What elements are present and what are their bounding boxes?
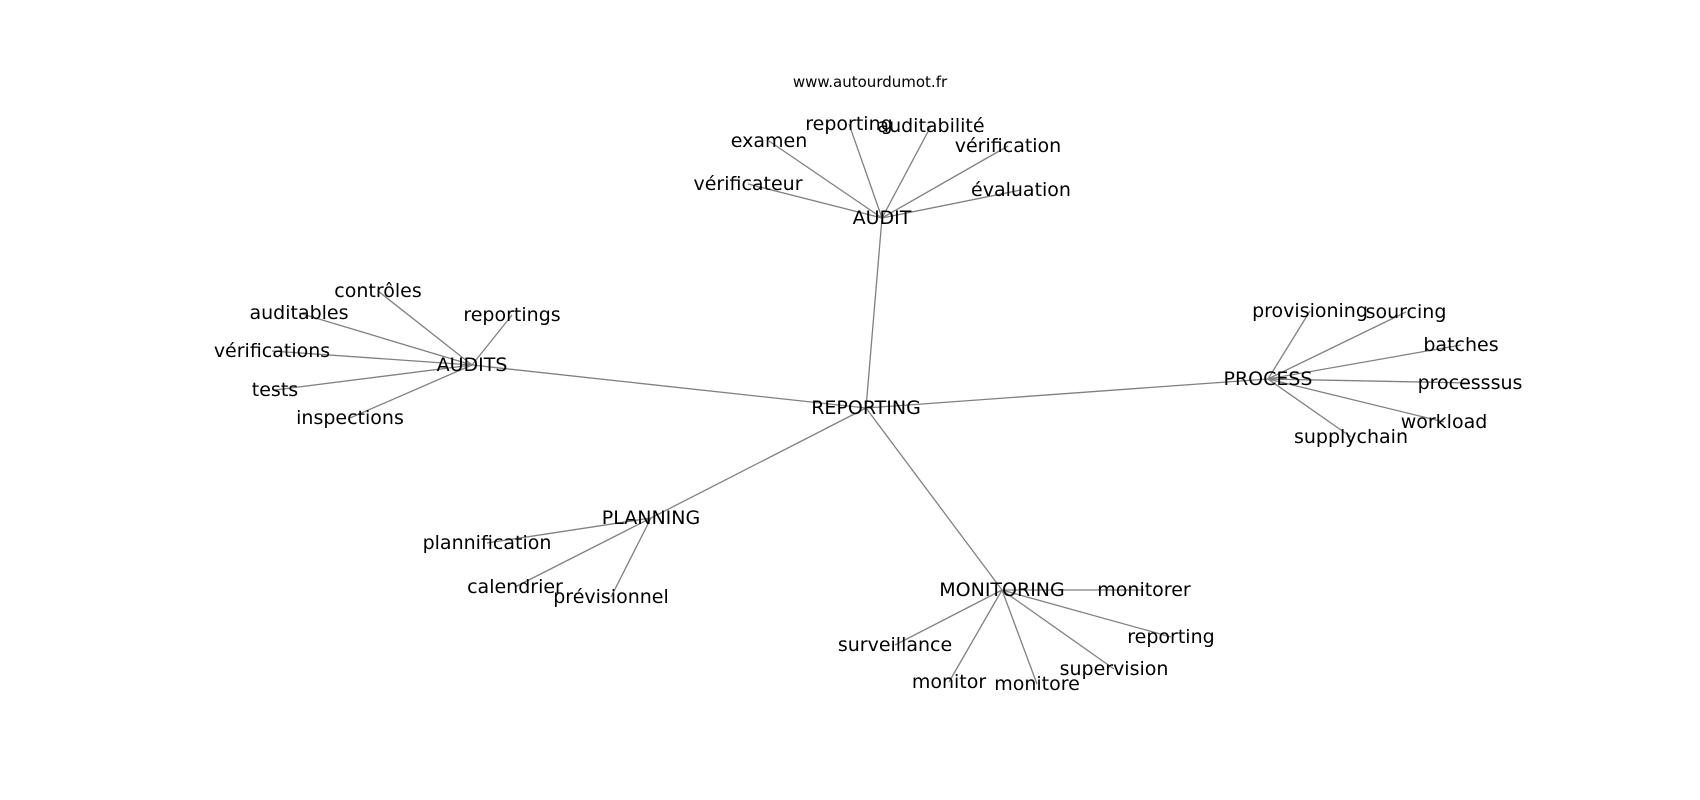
- edge-process-batches: [1267, 344, 1462, 380]
- word-node-supervision[interactable]: supervision: [1060, 658, 1169, 680]
- word-node-auditables[interactable]: auditables: [249, 302, 348, 324]
- word-node-inspections[interactable]: inspections: [296, 407, 404, 429]
- edge-center-planning: [650, 407, 867, 519]
- word-node-batches[interactable]: batches: [1423, 334, 1498, 356]
- word-node-supplychain[interactable]: supplychain: [1294, 426, 1408, 448]
- edge-monitoring-surveillance: [894, 589, 1003, 646]
- edges-layer: [271, 123, 1471, 685]
- hub-node-monitoring[interactable]: MONITORING: [939, 579, 1064, 601]
- edge-process-sourcing: [1267, 311, 1407, 380]
- edge-audits-reportings: [471, 314, 513, 366]
- edge-center-process: [865, 378, 1269, 409]
- word-node-examen[interactable]: examen: [731, 130, 807, 152]
- word-node-processsus[interactable]: processsus: [1418, 372, 1523, 394]
- word-node-evaluation[interactable]: évaluation: [971, 179, 1071, 201]
- edge-process-supplychain: [1267, 378, 1352, 438]
- edge-planning-plannification: [486, 517, 652, 544]
- word-node-calendrier[interactable]: calendrier: [467, 576, 563, 598]
- edge-audits-verifications: [271, 350, 473, 366]
- edge-monitoring-supervision: [1001, 589, 1115, 670]
- edge-audit-auditabilite: [881, 125, 932, 219]
- edge-audit-evaluation: [881, 189, 1022, 219]
- edge-audit-verification: [881, 145, 1009, 219]
- edge-process-workload: [1267, 378, 1445, 423]
- labels-layer: REPORTINGAUDITvérificateurexamenreportin…: [214, 113, 1523, 695]
- word-node-sourcing[interactable]: sourcing: [1366, 301, 1447, 323]
- word-node-monitor[interactable]: monitor: [912, 671, 987, 693]
- edge-monitoring-monitore: [1001, 589, 1038, 685]
- edge-audits-auditables: [298, 312, 473, 366]
- source-label: www.autourdumot.fr: [793, 73, 948, 91]
- edge-planning-previsionnel: [610, 517, 652, 598]
- hub-node-planning[interactable]: PLANNING: [602, 507, 700, 529]
- word-node-verifications[interactable]: vérifications: [214, 340, 330, 362]
- word-node-surveillance[interactable]: surveillance: [838, 634, 952, 656]
- edge-center-audit: [865, 217, 883, 409]
- edge-audit-reporting: [848, 123, 883, 219]
- word-node-monitorer[interactable]: monitorer: [1097, 579, 1191, 601]
- word-node-auditabilite[interactable]: auditabilité: [877, 115, 984, 137]
- edge-center-audits: [471, 364, 867, 409]
- edge-audit-verificateur: [747, 183, 883, 219]
- word-node-tests[interactable]: tests: [252, 379, 298, 401]
- edge-audits-controles: [377, 290, 473, 366]
- word-node-monitore[interactable]: monitore: [994, 673, 1080, 695]
- edge-audits-inspections: [349, 364, 473, 419]
- edge-planning-calendrier: [514, 517, 652, 588]
- word-node-verification[interactable]: vérification: [955, 135, 1061, 157]
- hub-node-audits[interactable]: AUDITS: [437, 354, 508, 376]
- edge-process-provisioning: [1267, 310, 1311, 380]
- word-node-reporting[interactable]: reporting: [805, 113, 892, 135]
- edge-process-processsus: [1267, 378, 1471, 384]
- word-node-reporting[interactable]: reporting: [1127, 626, 1214, 648]
- word-node-reportings[interactable]: reportings: [463, 304, 560, 326]
- edge-center-monitoring: [865, 407, 1003, 591]
- edge-audit-examen: [768, 140, 883, 219]
- word-node-controles[interactable]: contrôles: [334, 280, 421, 302]
- edge-audits-tests: [274, 364, 473, 391]
- word-node-workload[interactable]: workload: [1401, 411, 1488, 433]
- word-node-verificateur[interactable]: vérificateur: [693, 173, 802, 195]
- word-node-plannification[interactable]: plannification: [423, 532, 552, 554]
- hub-node-process[interactable]: PROCESS: [1223, 368, 1312, 390]
- word-node-previsionnel[interactable]: prévisionnel: [553, 586, 669, 608]
- word-node-provisioning[interactable]: provisioning: [1252, 300, 1368, 322]
- edge-monitoring-reporting: [1001, 589, 1172, 638]
- center-node[interactable]: REPORTING: [811, 397, 921, 419]
- hub-node-audit[interactable]: AUDIT: [853, 207, 912, 229]
- edge-monitoring-monitor: [948, 589, 1003, 683]
